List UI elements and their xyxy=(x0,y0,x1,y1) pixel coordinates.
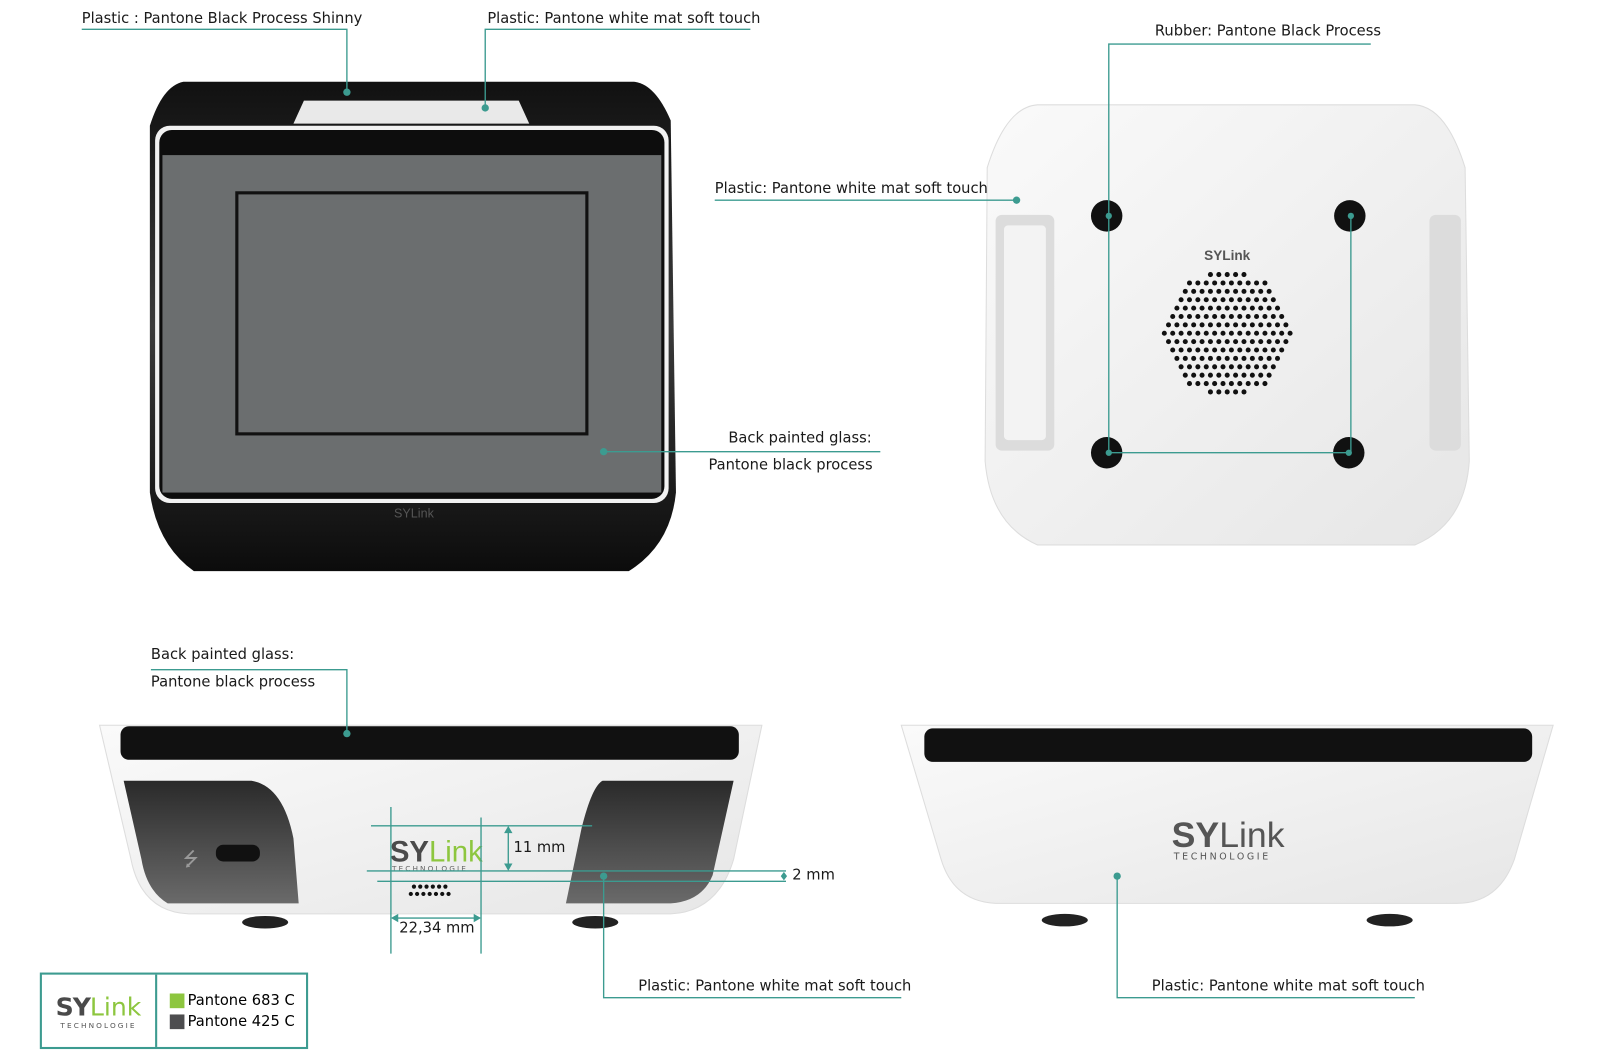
callout-front-glass-line2: Pantone black process xyxy=(708,456,873,474)
svg-text:TECHNOLOGIE: TECHNOLOGIE xyxy=(391,864,468,873)
dimension-logo-offset: 2 mm xyxy=(792,866,835,884)
callout-dots xyxy=(343,88,1355,923)
legend-item-gray: Pantone 425 C xyxy=(169,1012,295,1030)
side-view-rear: SYLink TECHNOLOGIE xyxy=(900,724,1554,927)
legend-label: Pantone 683 C xyxy=(187,991,295,1009)
gray-swatch xyxy=(169,1013,185,1029)
legend-item-green: Pantone 683 C xyxy=(169,991,295,1009)
status-grille xyxy=(408,884,451,897)
back-view: SYLink xyxy=(984,104,1470,546)
callout-side-glass-line1: Back painted glass: xyxy=(150,646,295,664)
legend-logo: SYLink TECHNOLOGIE xyxy=(42,974,158,1047)
callout-lines xyxy=(81,28,1415,999)
front-logo: SYLink xyxy=(394,507,435,521)
callout-back-rubber: Rubber: Pantone Black Process xyxy=(1154,23,1381,40)
callout-front-black-plastic: Plastic : Pantone Black Process Shinny xyxy=(81,10,363,28)
logo-tagline: TECHNOLOGIE xyxy=(60,1021,137,1030)
callout-side-glass-line2: Pantone black process xyxy=(150,673,316,691)
rear-logo: SYLink xyxy=(1172,815,1285,855)
legend-label: Pantone 425 C xyxy=(187,1012,295,1030)
green-swatch xyxy=(169,992,185,1008)
logo-link: Link xyxy=(89,991,142,1022)
front-view: SYLink xyxy=(149,81,676,572)
speaker-grille xyxy=(1161,272,1293,395)
logo-sy: SY xyxy=(55,991,91,1022)
dimension-logo-width: 22,34 mm xyxy=(399,920,475,937)
callout-front-glass-line1: Back painted glass: xyxy=(728,429,872,447)
callout-back-plastic: Plastic: Pantone white mat soft touch xyxy=(714,180,988,198)
color-legend: SYLink TECHNOLOGIE Pantone 683 C Pantone… xyxy=(39,972,309,1050)
side-logo: SYLink xyxy=(390,835,483,868)
usb-icon: ⭍ xyxy=(183,849,199,871)
back-logo: SYLink xyxy=(1204,248,1251,263)
side-view-front: ⭍ SYLink TECHNOLOGIE xyxy=(98,724,763,929)
callout-rear-plastic: Plastic: Pantone white mat soft touch xyxy=(1151,977,1425,995)
callout-front-white-plastic: Plastic: Pantone white mat soft touch xyxy=(487,10,761,28)
svg-text:TECHNOLOGIE: TECHNOLOGIE xyxy=(1173,851,1271,862)
dimension-logo-height: 11 mm xyxy=(513,839,566,857)
callout-side-plastic: Plastic: Pantone white mat soft touch xyxy=(638,977,912,995)
